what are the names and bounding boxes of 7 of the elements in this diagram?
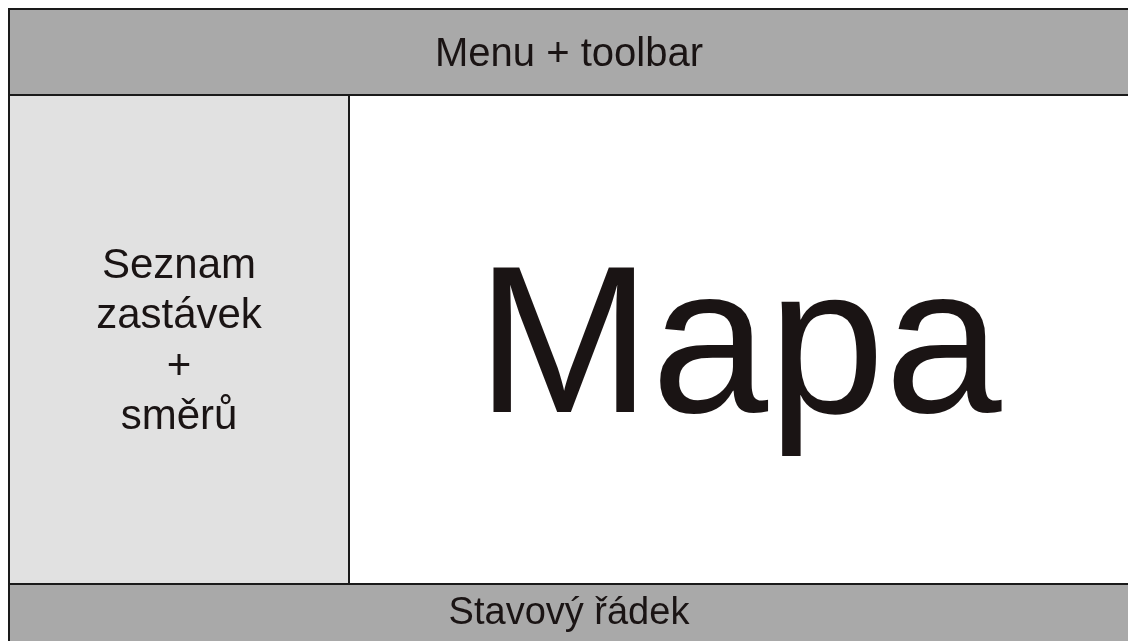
menu-bar xyxy=(8,8,1128,96)
side-panel xyxy=(8,94,350,585)
panel-label: Seznam zastávek + směrů xyxy=(95,238,263,440)
status-bar xyxy=(8,583,1128,641)
map-label: Mapa xyxy=(476,220,1002,459)
menu-label: Menu + toolbar xyxy=(435,29,703,76)
status-label: Stavový řádek xyxy=(448,589,690,634)
